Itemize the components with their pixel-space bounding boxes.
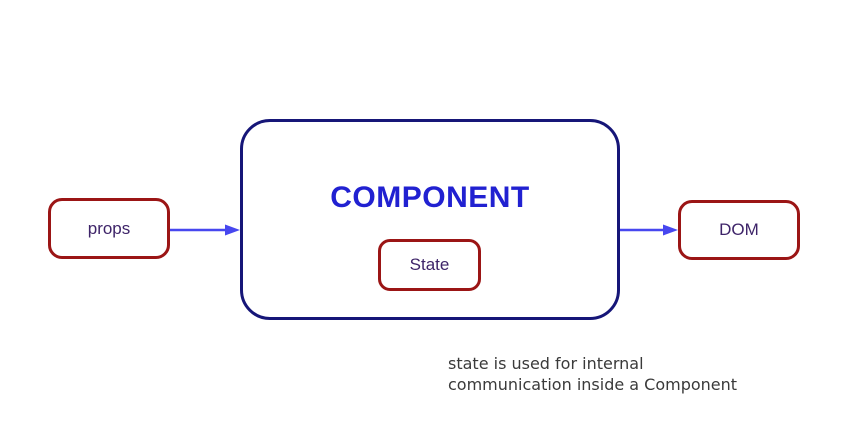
state-label: State (409, 255, 450, 274)
caption: state is used for internal communication… (448, 353, 737, 395)
dom-label: DOM (719, 220, 759, 239)
caption-line-2: communication inside a Component (448, 375, 738, 394)
component-label: COMPONENT (330, 181, 530, 214)
state-box: State (378, 239, 481, 291)
dom-box: DOM (678, 200, 800, 260)
component-to-dom-arrow-icon (620, 224, 678, 236)
props-label: props (87, 218, 131, 238)
props-to-component-arrow-icon (170, 224, 240, 236)
props-box: props (48, 198, 170, 259)
caption-line-1: state is used for internal (448, 354, 644, 373)
